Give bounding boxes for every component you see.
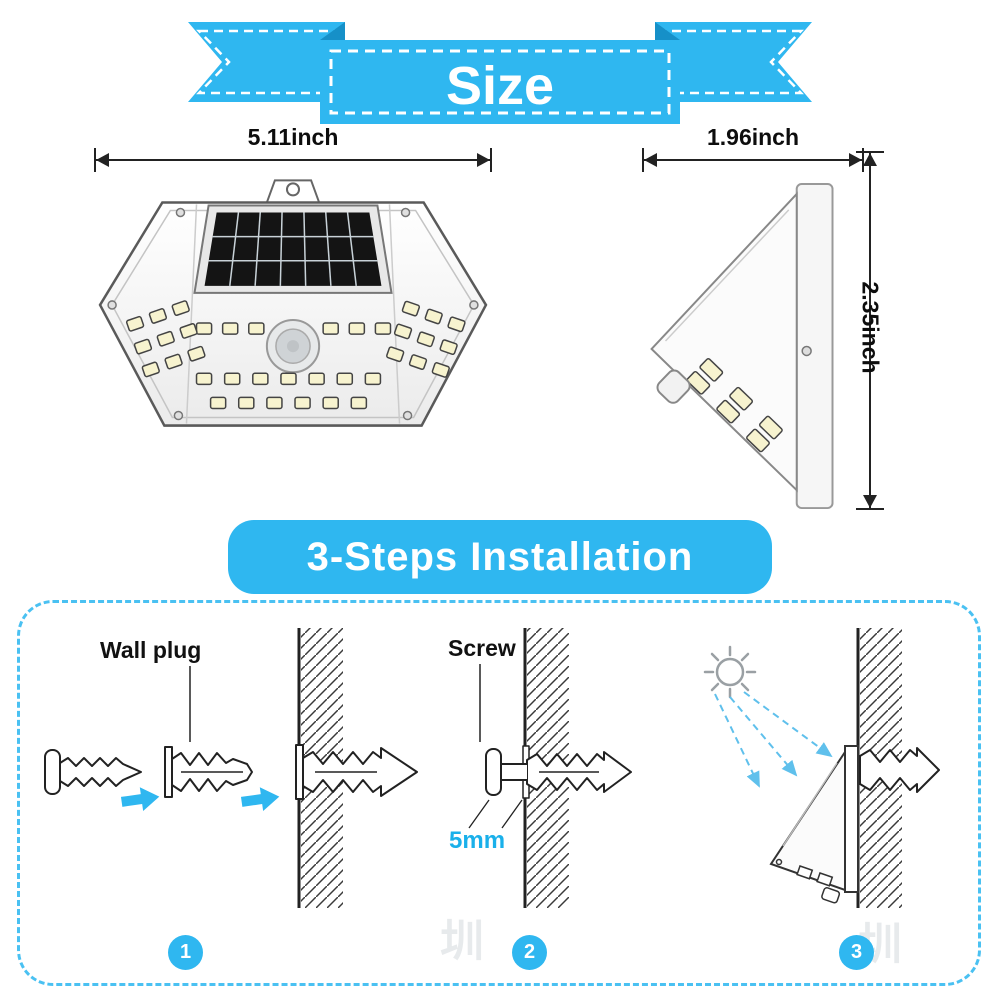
sunlight-arrows (714, 691, 833, 788)
wall-plug-icon (164, 746, 253, 798)
gap-dimension-leaders (468, 799, 523, 829)
sun-icon (703, 645, 757, 699)
solar-light-side-view (650, 182, 834, 510)
mounting-tab (265, 179, 321, 204)
wall-plug-label: Wall plug (100, 637, 202, 663)
ribbon-left-tail (188, 22, 345, 102)
ribbon-band (320, 40, 680, 124)
light-wedge-body (650, 191, 798, 493)
front-width-label: 5.11inch (247, 124, 339, 150)
wall-plug-in-wall (859, 747, 940, 793)
step-3-badge: 3 (839, 935, 874, 970)
installation-banner-label: 3-Steps Installation (306, 534, 694, 579)
arrow-right-icon (240, 787, 280, 811)
arrow-right-icon (120, 787, 160, 811)
side-width-dimension (642, 148, 864, 172)
screw-in-plug (485, 745, 632, 799)
mounted-light (769, 745, 859, 904)
size-ribbon: Size (188, 22, 812, 124)
step-1-badge: 1 (168, 935, 203, 970)
led-face (686, 358, 783, 453)
step-1-diagram (44, 628, 418, 908)
back-plate (795, 182, 834, 510)
motion-sensor (265, 319, 321, 374)
light-body (98, 201, 488, 427)
installation-banner: 3-Steps Installation (228, 520, 772, 594)
side-height-dimension (856, 151, 884, 510)
ribbon-label: Size (446, 56, 554, 116)
solar-light-front-view (98, 179, 488, 427)
step-2-badge: 2 (512, 935, 547, 970)
installation-diagram (44, 628, 940, 908)
screw-gap-label: 5mm (449, 827, 506, 854)
step-2-diagram (468, 628, 632, 908)
ribbon-right-tail (655, 22, 812, 102)
inserted-wall-plug (295, 744, 418, 800)
side-width-label: 1.96inch (706, 124, 800, 150)
led-array (125, 300, 466, 410)
sensor-bump (656, 369, 691, 404)
step-3-diagram (703, 628, 940, 908)
screw-holes (107, 207, 479, 421)
front-width-dimension (94, 148, 492, 172)
screw-label: Screw (448, 635, 516, 661)
screw-icon (44, 749, 142, 795)
solar-panel (193, 204, 393, 294)
